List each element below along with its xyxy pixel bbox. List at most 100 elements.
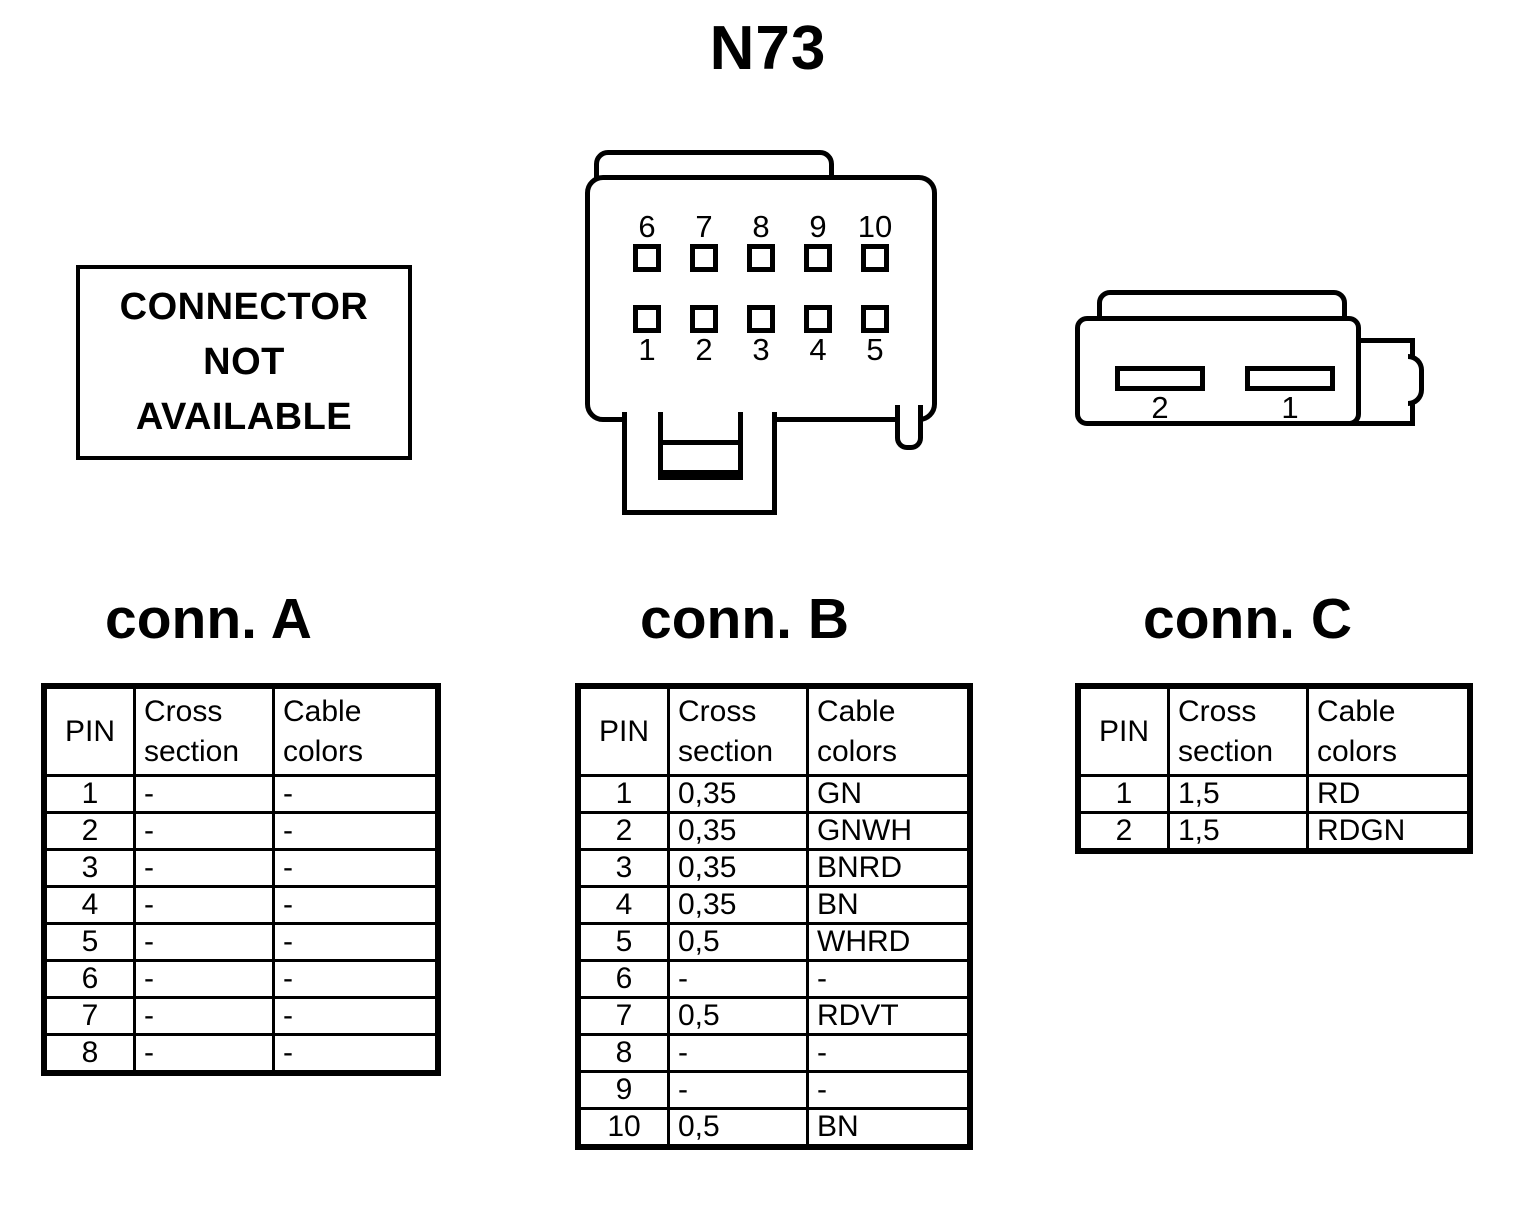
cell-cable-colors: - <box>272 811 438 851</box>
pin-socket-9 <box>804 244 832 272</box>
connector-b-pin-column-2: 2 <box>684 305 724 367</box>
cell-pin: 1 <box>1078 774 1170 814</box>
cell-cable-colors: WHRD <box>806 922 970 962</box>
cell-cable-colors: - <box>272 848 438 888</box>
cell-pin: 7 <box>44 996 136 1036</box>
table-row: 6-- <box>44 959 438 999</box>
pin-label-4: 4 <box>809 332 827 367</box>
connector-b-pin-column-8: 8 <box>741 210 781 272</box>
connector-b-pin-column-1: 1 <box>627 305 667 367</box>
cell-pin: 5 <box>578 922 670 962</box>
connector-b-graphic: 6 7 8 9 10 1 2 3 4 5 <box>585 150 955 520</box>
connector-b-pin-column-9: 9 <box>798 210 838 272</box>
cell-cable-colors: BN <box>806 1107 970 1147</box>
table-row: 1-- <box>44 774 438 814</box>
table-row: 4-- <box>44 885 438 925</box>
header-cable-colors-line1: Cable <box>283 694 362 728</box>
cell-cable-colors: - <box>272 922 438 962</box>
cell-cross-section: - <box>133 885 275 925</box>
pin-label-1: 1 <box>638 332 656 367</box>
connector-c-side-nub <box>1408 354 1424 406</box>
cell-cable-colors: - <box>272 996 438 1036</box>
header-cross-section-line2: section <box>678 734 774 768</box>
cell-cross-section: - <box>133 811 275 851</box>
pin-socket-2 <box>690 305 718 333</box>
cell-cross-section: - <box>667 959 809 999</box>
connector-a-not-available-box: CONNECTOR NOT AVAILABLE <box>76 265 412 460</box>
table-header-row: PIN Cross section Cable colors <box>1078 686 1470 777</box>
pin-socket-4 <box>804 305 832 333</box>
pin-label-8: 8 <box>752 209 770 244</box>
header-cross-section: Cross section <box>667 686 809 777</box>
header-pin: PIN <box>1078 686 1170 777</box>
slot-label-1: 1 <box>1281 390 1299 425</box>
cell-pin: 4 <box>44 885 136 925</box>
cell-cable-colors: GNWH <box>806 811 970 851</box>
slot-socket-2 <box>1115 366 1205 391</box>
cell-pin: 10 <box>578 1107 670 1147</box>
header-cable-colors-line1: Cable <box>817 694 896 728</box>
table-header-row: PIN Cross section Cable colors <box>578 686 970 777</box>
header-cross-section: Cross section <box>1167 686 1309 777</box>
connector-c-seam-cover <box>1341 343 1350 421</box>
cell-cross-section: 0,35 <box>667 848 809 888</box>
cell-cable-colors: RDVT <box>806 996 970 1036</box>
pin-label-5: 5 <box>866 332 884 367</box>
table-row: 6-- <box>578 959 970 999</box>
cell-pin: 6 <box>578 959 670 999</box>
cell-cable-colors: - <box>806 1033 970 1073</box>
connector-b-pin-column-7: 7 <box>684 210 724 272</box>
cell-pin: 1 <box>44 774 136 814</box>
cell-cross-section: - <box>133 922 275 962</box>
table-row: 3-- <box>44 848 438 888</box>
connector-a-heading: conn. A <box>105 587 312 651</box>
pin-socket-10 <box>861 244 889 272</box>
pin-label-7: 7 <box>695 209 713 244</box>
cell-cross-section: 0,35 <box>667 774 809 814</box>
cell-cross-section: 1,5 <box>1167 811 1309 851</box>
header-cable-colors: Cable colors <box>272 686 438 777</box>
pin-label-3: 3 <box>752 332 770 367</box>
cell-cross-section: - <box>133 959 275 999</box>
cell-cross-section: - <box>667 1033 809 1073</box>
table-row: 2-- <box>44 811 438 851</box>
cell-cross-section: - <box>667 1070 809 1110</box>
cell-cross-section: 0,5 <box>667 922 809 962</box>
not-available-line-2: NOT <box>203 340 285 383</box>
connector-a-pin-table: PIN Cross section Cable colors 1--2--3--… <box>41 683 441 1076</box>
cell-cross-section: 0,35 <box>667 811 809 851</box>
connector-b-pin-column-6: 6 <box>627 210 667 272</box>
cell-pin: 7 <box>578 996 670 1036</box>
header-cross-section-line1: Cross <box>144 694 223 728</box>
table-row: 8-- <box>578 1033 970 1073</box>
connector-b-body <box>585 175 937 422</box>
connector-b-pin-column-10: 10 <box>855 210 895 272</box>
cell-cross-section: 0,35 <box>667 885 809 925</box>
connector-a-table-body: 1--2--3--4--5--6--7--8-- <box>44 774 438 1073</box>
cell-cross-section: 0,5 <box>667 996 809 1036</box>
table-row: 8-- <box>44 1033 438 1073</box>
pin-socket-8 <box>747 244 775 272</box>
cell-pin: 2 <box>44 811 136 851</box>
table-row: 7-- <box>44 996 438 1036</box>
header-cable-colors-line2: colors <box>817 734 898 768</box>
header-cable-colors-line1: Cable <box>1317 694 1396 728</box>
cell-pin: 5 <box>44 922 136 962</box>
pin-label-2: 2 <box>695 332 713 367</box>
table-row: 9-- <box>578 1070 970 1110</box>
slot-socket-1 <box>1245 366 1335 391</box>
cell-pin: 2 <box>578 811 670 851</box>
cell-cable-colors: GN <box>806 774 970 814</box>
cell-cross-section: - <box>133 996 275 1036</box>
pin-label-6: 6 <box>638 209 656 244</box>
cell-pin: 3 <box>44 848 136 888</box>
connector-b-latch-ribs <box>658 412 743 480</box>
